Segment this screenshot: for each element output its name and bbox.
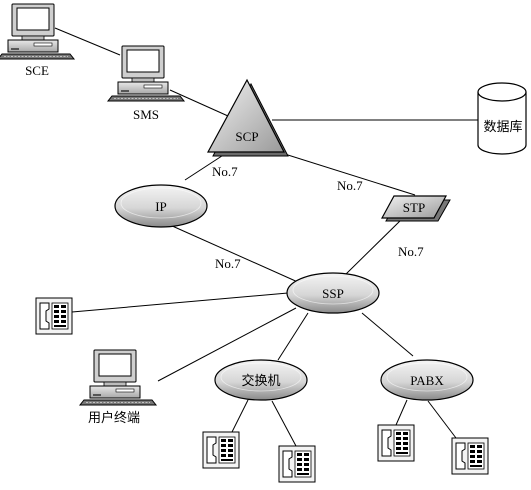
pabx-label: PABX xyxy=(410,373,444,388)
link-stp-ssp xyxy=(344,217,404,276)
link-label-scp-stp: No.7 xyxy=(337,178,363,193)
sms-label: SMS xyxy=(133,107,159,122)
link-ssp-pabx xyxy=(361,312,414,357)
link-label-scp-ip: No.7 xyxy=(212,164,238,179)
pabx-ellipse-shape xyxy=(380,359,474,401)
link-sce-sms xyxy=(54,27,121,56)
link-scp-ip xyxy=(184,151,229,181)
sms-node: SMS xyxy=(107,45,185,122)
ssp-label: SSP xyxy=(322,286,344,301)
link-ssp-phone xyxy=(71,292,289,313)
user-terminal-computer-icon xyxy=(79,349,157,406)
stp-node: STP xyxy=(380,195,451,222)
ip-label: IP xyxy=(155,199,167,214)
user-terminal-node: 用户终端 xyxy=(79,349,157,425)
phone-icon-switch-2 xyxy=(278,445,316,483)
switch-ellipse-shape xyxy=(214,359,308,401)
sce-node: SCE xyxy=(0,3,75,78)
link-label-ip-ssp: No.7 xyxy=(215,256,241,271)
ip-node: IP xyxy=(114,184,208,228)
database-label: 数据库 xyxy=(483,119,522,134)
link-switch-phone2 xyxy=(271,400,297,447)
link-pabx-phone1 xyxy=(395,399,408,426)
phone-icon-pabx-1 xyxy=(377,424,415,462)
link-ip-ssp xyxy=(169,224,301,284)
stp-shape xyxy=(380,195,448,219)
phone-icon-ssp xyxy=(35,297,73,335)
ip-ellipse-shape xyxy=(114,184,208,228)
link-sms-scp xyxy=(169,89,229,117)
scp-label: SCP xyxy=(235,129,258,144)
switch-label: 交换机 xyxy=(241,373,280,388)
database-cylinder-icon xyxy=(477,82,527,102)
link-pabx-phone2 xyxy=(427,400,457,439)
pabx-node: PABX xyxy=(380,359,474,401)
link-label-stp-ssp: No.7 xyxy=(398,244,424,259)
database-node: 数据库 xyxy=(477,82,527,155)
stp-label: STP xyxy=(403,200,425,215)
link-scp-stp xyxy=(271,149,416,196)
scp-node: SCP xyxy=(206,78,289,157)
link-ssp-terminal xyxy=(157,307,297,382)
phone-icon-switch-1 xyxy=(202,431,240,469)
ssp-ellipse-shape xyxy=(286,272,380,314)
ssp-node: SSP xyxy=(286,272,380,314)
link-switch-phone1 xyxy=(231,399,249,433)
link-ssp-switch xyxy=(277,312,309,361)
phone-icon-pabx-2 xyxy=(451,437,489,475)
sce-label: SCE xyxy=(25,63,49,78)
scp-triangle-shape xyxy=(206,78,285,153)
user-terminal-label: 用户终端 xyxy=(88,410,140,425)
connection-lines xyxy=(54,27,478,447)
switch-node: 交换机 xyxy=(214,359,308,401)
